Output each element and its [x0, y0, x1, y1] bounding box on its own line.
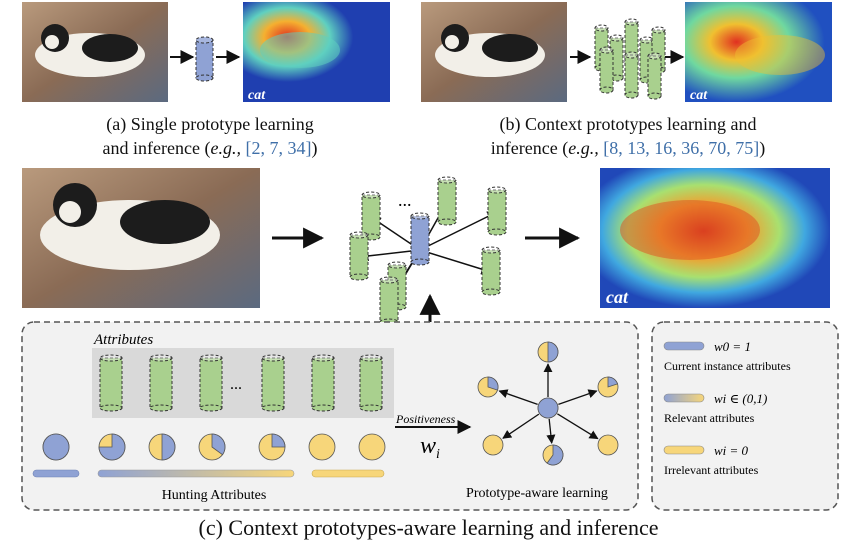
attribute-box: Attributes ... Hunting Attributes Positi… — [21, 321, 639, 511]
star-leaf-5 — [542, 444, 564, 466]
network-cylinder-4 — [349, 231, 369, 281]
heatmap-c-label: cat — [606, 287, 629, 307]
star-leaf-2 — [477, 376, 499, 398]
cat-photo-a — [22, 2, 168, 102]
attribute-cylinder-6 — [359, 354, 383, 412]
network-center-cylinder — [410, 212, 430, 266]
network-edge-7 — [419, 249, 493, 275]
network-edge-3 — [419, 211, 498, 251]
star-edge-6 — [557, 413, 599, 440]
panel-a: cat — [22, 2, 390, 103]
hunting-label: Hunting Attributes — [162, 488, 267, 503]
legend-swatch-2 — [663, 393, 705, 403]
legend-swatch-1 — [663, 341, 705, 351]
context-cylinder-6 — [599, 46, 614, 94]
irrelevant-circle-2 — [358, 433, 386, 461]
irrelevant-circle-1 — [308, 433, 336, 461]
star-edge-3 — [558, 389, 598, 405]
current-bar — [32, 469, 80, 478]
legend-label-1: Current instance attributes — [664, 359, 791, 373]
attribute-cylinders — [99, 354, 383, 412]
heatmap-c — [600, 168, 830, 308]
prototype-network — [349, 176, 507, 326]
relevant-circle-3 — [198, 433, 226, 461]
relevant-circle-4 — [258, 433, 286, 461]
relevant-circle-1 — [98, 433, 126, 461]
star-leaf-4 — [482, 434, 504, 456]
star-edge-4 — [502, 413, 540, 439]
network-cylinder-2 — [437, 176, 457, 226]
legend-formula-2: wi ∈ (0,1) — [714, 391, 767, 406]
network-cylinder-3 — [487, 186, 507, 236]
network-cylinder-6 — [379, 276, 399, 326]
context-cylinder-8 — [647, 52, 662, 100]
relevant-bar — [97, 469, 295, 478]
legend-box: w0 = 1 Current instance attributes wi ∈ (0… — [651, 321, 839, 511]
attributes-background — [92, 348, 394, 418]
network-cylinder-1 — [361, 191, 381, 241]
attributes-label: Attributes — [93, 332, 153, 348]
caption-a: (a) Single prototype learning and infere… — [102, 114, 318, 158]
single-prototype-cylinder — [195, 36, 214, 82]
attribute-cylinder-4 — [261, 354, 285, 412]
legend-label-2: Relevant attributes — [664, 411, 755, 425]
network-ellipsis: ... — [398, 190, 412, 210]
weight-symbol: wi — [420, 433, 440, 462]
attribute-cylinder-1 — [99, 354, 123, 412]
context-prototype-cylinders — [594, 18, 666, 100]
legend-formula-3: wi = 0 — [714, 443, 749, 458]
current-instance-circle — [42, 433, 70, 461]
heatmap-a — [243, 2, 390, 102]
legend-items: w0 = 1 Current instance attributes wi ∈ (0… — [663, 339, 791, 477]
attribute-ellipsis: ... — [230, 376, 242, 393]
attribute-cylinder-5 — [311, 354, 335, 412]
star-edge-5 — [546, 418, 556, 444]
attribute-circles — [42, 433, 386, 461]
prototype-label: Prototype-aware learning — [466, 486, 608, 501]
context-cylinder-7 — [624, 51, 639, 99]
network-edge-4 — [357, 249, 421, 262]
main-caption: (c) Context prototypes-aware learning an… — [198, 515, 659, 540]
cat-photo-b — [421, 2, 567, 102]
prototype-star — [477, 341, 619, 466]
attribute-cylinder-2 — [149, 354, 173, 412]
irrelevant-bar — [311, 469, 385, 478]
relevant-circle-2 — [148, 433, 176, 461]
star-leaf-1 — [537, 341, 559, 363]
cat-photo-c — [22, 168, 260, 308]
legend-swatch-3 — [663, 445, 705, 455]
legend-label-3: Irrelevant attributes — [664, 463, 759, 477]
heatmap-b — [685, 2, 832, 102]
positiveness-label: Positiveness — [395, 412, 456, 426]
star-edge-2 — [498, 389, 538, 405]
legend-formula-1: w0 = 1 — [714, 339, 751, 354]
panel-b: cat — [421, 2, 832, 103]
heatmap-a-label: cat — [248, 88, 266, 103]
attribute-cylinder-3 — [199, 354, 223, 412]
star-leaf-6 — [597, 434, 619, 456]
star-leaf-3 — [597, 376, 619, 398]
network-cylinder-7 — [481, 246, 501, 296]
heatmap-b-label: cat — [690, 88, 708, 103]
star-center-node — [537, 397, 559, 419]
caption-b: (b) Context prototypes learning and infe… — [490, 114, 766, 158]
panel-c-top: ... cat — [22, 168, 830, 326]
